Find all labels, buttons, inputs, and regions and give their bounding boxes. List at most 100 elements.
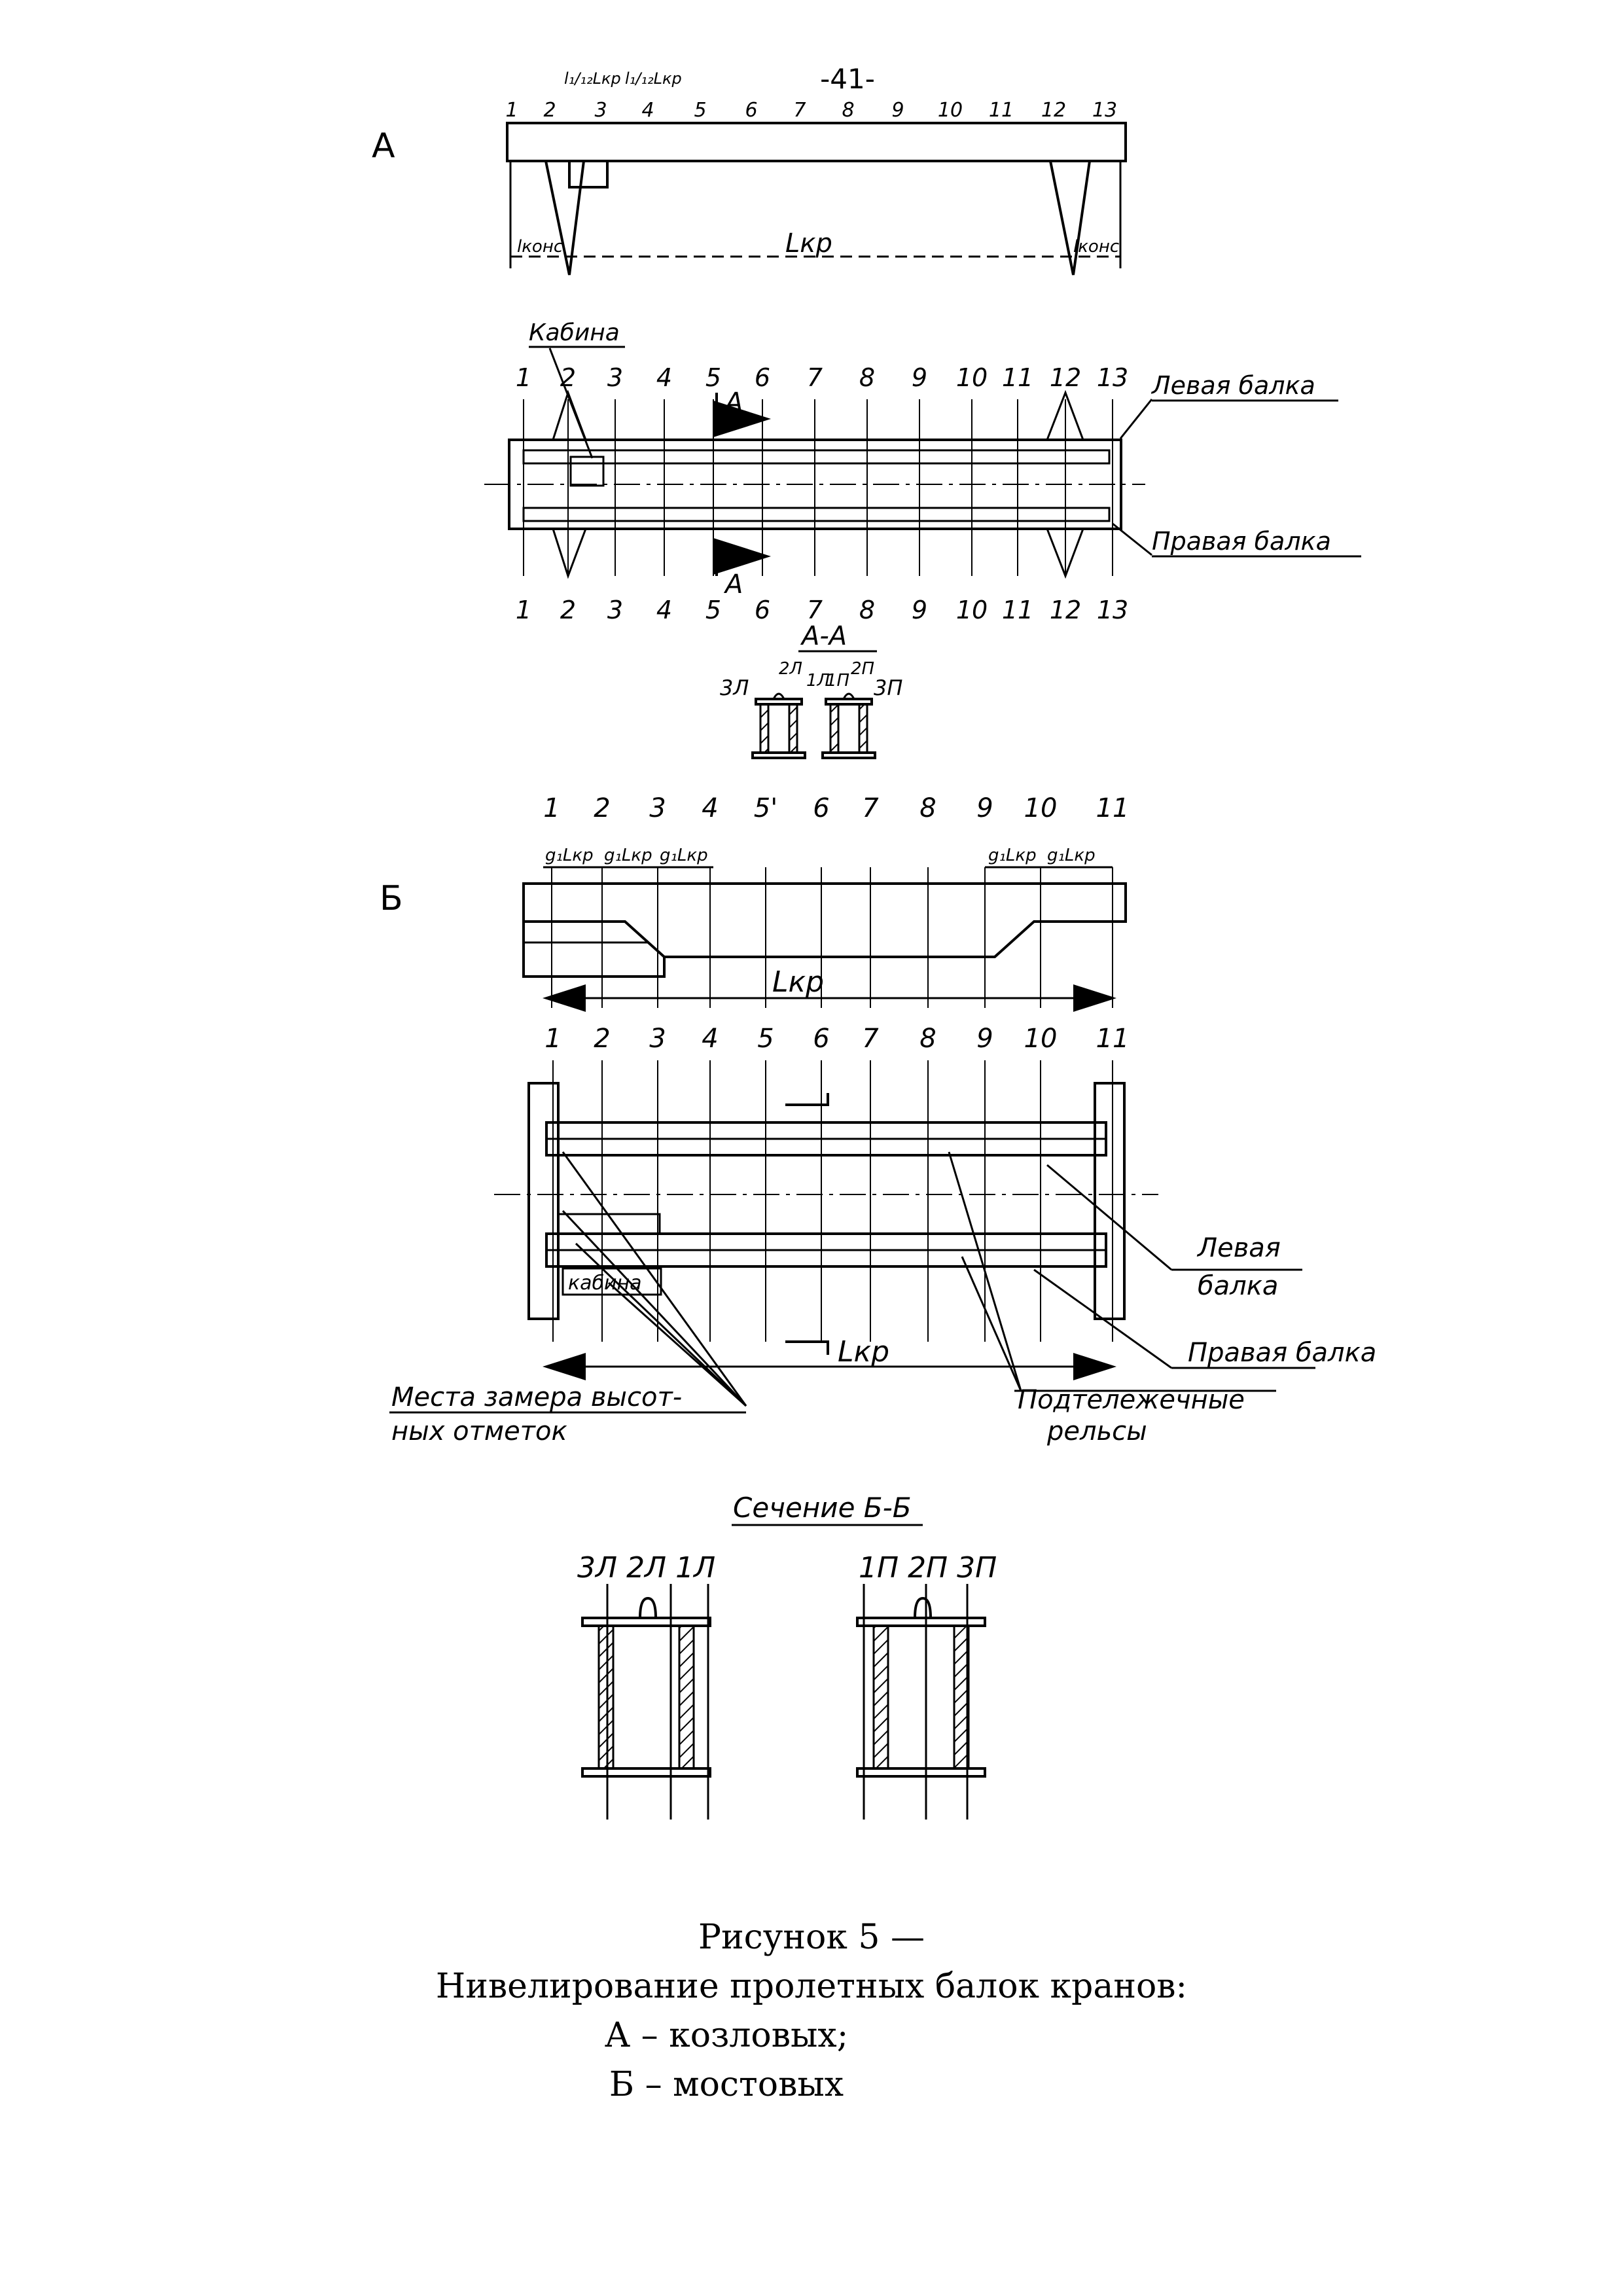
view-a-plan-top-point-9: 9 [912,363,927,392]
bridge-beam-profile [522,882,1127,958]
measure-leader-4 [607,1282,747,1407]
view-b-plan-point-8: 8 [919,1024,936,1054]
view-b-top-point-2: 2 [594,793,610,823]
section-b-labels-left: 3Л 2Л 1Л [577,1551,715,1585]
view-a-top-segment-label-1: l₁/₁₂Lкр [564,69,621,88]
bridge-end-box [522,922,666,978]
view-b-plan-point-4: 4 [702,1024,718,1054]
view-b-top-point-5: 5' [754,793,777,823]
view-b-plan-span-label: Lкр [838,1335,889,1369]
view-b-measure-places-2: ных отметок [391,1416,567,1446]
view-a-plan-bottom-point-13: 13 [1097,596,1128,624]
rails-leader-2 [961,1256,1022,1391]
view-b-top-point-10: 10 [1024,793,1058,823]
view-b-plan-point-7: 7 [862,1024,879,1054]
view-a-top-point-11: 11 [989,99,1014,122]
leg-left [544,160,585,276]
view-b-label: Б [380,879,403,918]
view-b-top-point-1: 1 [543,793,560,823]
section-marker-top [713,393,771,437]
view-a-top-point-9: 9 [891,99,904,122]
view-a-top-point-2: 2 [543,99,556,122]
view-a-plan-bottom-point-10: 10 [956,596,988,624]
view-b-cabin-label: кабина [568,1272,642,1295]
section-a-a: А-А 3Л 2Л 1Л 1П 2П 3П [720,621,902,759]
view-a-top-segment-label-2: l₁/₁₂Lкр [625,69,682,88]
view-b-elevation-grid [551,867,1113,1008]
view-b-plan-grid [552,1060,1113,1342]
view-a-right-beam-label: Правая балка [1152,527,1331,556]
view-a-top-point-6: 6 [745,99,757,122]
view-a-plan-bottom-point-4: 4 [656,596,672,624]
view-a-cabin-label: Кабина [529,319,620,346]
page-number: -41- [820,63,875,95]
leg-plan-bottom-left [551,528,588,579]
leg-right [1049,160,1091,276]
section-a-label-1p: 1П [826,671,849,691]
view-b-plan-point-10: 10 [1024,1024,1058,1054]
view-a-plan-top-point-7: 7 [807,363,823,392]
view-a-top-point-7: 7 [793,99,806,122]
cabin-box-elevation [568,160,609,188]
view-b-plan-point-6: 6 [813,1024,829,1054]
view-b-span-label: Lкр [772,965,824,999]
cabin-plan-b [557,1213,661,1235]
view-a-span-label: Lкр [785,228,832,259]
view-a-top-point-1: 1 [505,99,518,122]
view-b-plan-point-9: 9 [976,1024,993,1054]
right-beam-leader [1112,522,1152,556]
caption-line-4: Б – мостовых [609,2065,844,2104]
view-b-right-beam-label: Правая балка [1188,1338,1376,1368]
section-b-b: Сечение Б-Б 3Л 2Л 1Л 1П 2П 3П [577,1492,997,1820]
caption-line-3: А – козловых; [604,2016,849,2055]
view-a-plan-grid [523,399,1113,576]
end-carriage-left [527,1082,560,1320]
view-b-rails-1: Подтележечные [1018,1385,1245,1415]
view-a-top-point-4: 4 [641,99,654,122]
section-a-label-2l: 2Л [779,659,802,679]
left-beam-plan [522,449,1111,465]
view-b-top-point-6: 6 [813,793,829,823]
view-b-seg-label-1: g₁Lкр [545,846,594,865]
measure-leader-1 [562,1151,747,1407]
caption-line-2: Нивелирование пролетных балок кранов: [435,1967,1188,2006]
view-a-left-beam-label: Левая балка [1150,371,1315,400]
view-a-top-point-10: 10 [938,99,963,122]
view-b-left-beam-label-2: балка [1198,1271,1278,1301]
plan-b-section-marker [785,1093,829,1106]
view-b-rails-2: рельсы [1046,1416,1147,1446]
view-a-plan-top-point-13: 13 [1097,363,1128,392]
caption-line-1: Рисунок 5 — [698,1918,925,1957]
view-a-plan-top-point-2: 2 [560,363,576,392]
view-a-top-point-3: 3 [594,99,607,122]
section-marker-label-bottom: А [723,569,743,600]
view-b-plan-point-1: 1 [544,1024,561,1054]
view-a-plan-top-point-5: 5 [705,363,721,392]
end-carriage-right [1094,1082,1126,1320]
section-b-title: Сечение Б-Б [733,1492,912,1524]
view-a-plan-bottom-point-8: 8 [859,596,875,624]
view-a-top-point-5: 5 [694,99,706,122]
view-b-top-point-3: 3 [649,793,666,823]
view-a-plan-bottom-point-2: 2 [560,596,576,624]
section-a-label-2p: 2П [851,659,874,679]
section-a-label-1l: 1Л [806,671,830,691]
view-b-plan-point-5: 5 [757,1024,774,1054]
plan-span-marker [785,1340,829,1355]
view-a-top-point-13: 13 [1092,99,1117,122]
view-a-plan-bottom-point-7: 7 [807,596,823,624]
view-b-plan-point-11: 11 [1096,1024,1130,1054]
view-a-plan-top-point-12: 12 [1050,363,1081,392]
view-a-plan-top-point-3: 3 [607,363,623,392]
view-a-top-point-12: 12 [1041,99,1066,122]
view-b-top-point-11: 11 [1096,793,1130,823]
view-b-left-beam-label-1: Левая [1196,1233,1281,1263]
view-a-label: А [372,126,395,166]
view-b-seg-label-4: g₁Lкр [988,846,1037,865]
gantry-beam-elevation [506,122,1127,162]
